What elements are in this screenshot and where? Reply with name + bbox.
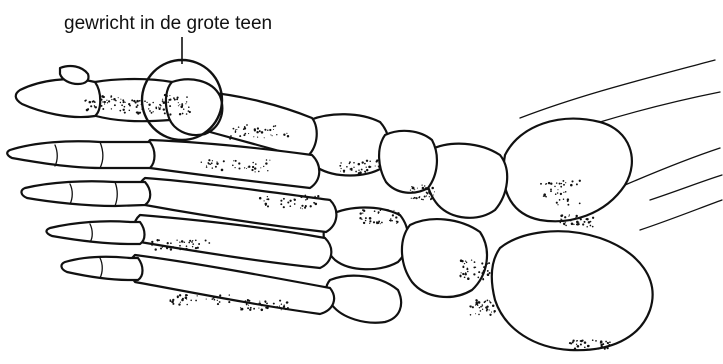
calcaneus-bone [492,231,653,350]
tibia-outline-top [520,60,715,118]
cuboid-bone [402,219,487,297]
intermediate-cuneiform-bone [379,131,437,193]
third-toe-phalanges [21,181,150,206]
talus-bone [503,119,631,222]
fifth-metatarsal-base [326,276,401,323]
fibula-outline [625,148,720,185]
big-toe-distal-phalanx [16,79,101,117]
callout-label: gewricht in de grote teen [64,13,272,34]
navicular-bone [426,144,508,218]
first-metatarsal-head [166,79,222,135]
tibia-outline-low [640,200,722,230]
fourth-toe-phalanges [46,221,144,244]
tibia-outline-mid [600,92,720,122]
fibula-outline-lower [650,175,722,200]
second-toe-phalanges [7,141,154,168]
